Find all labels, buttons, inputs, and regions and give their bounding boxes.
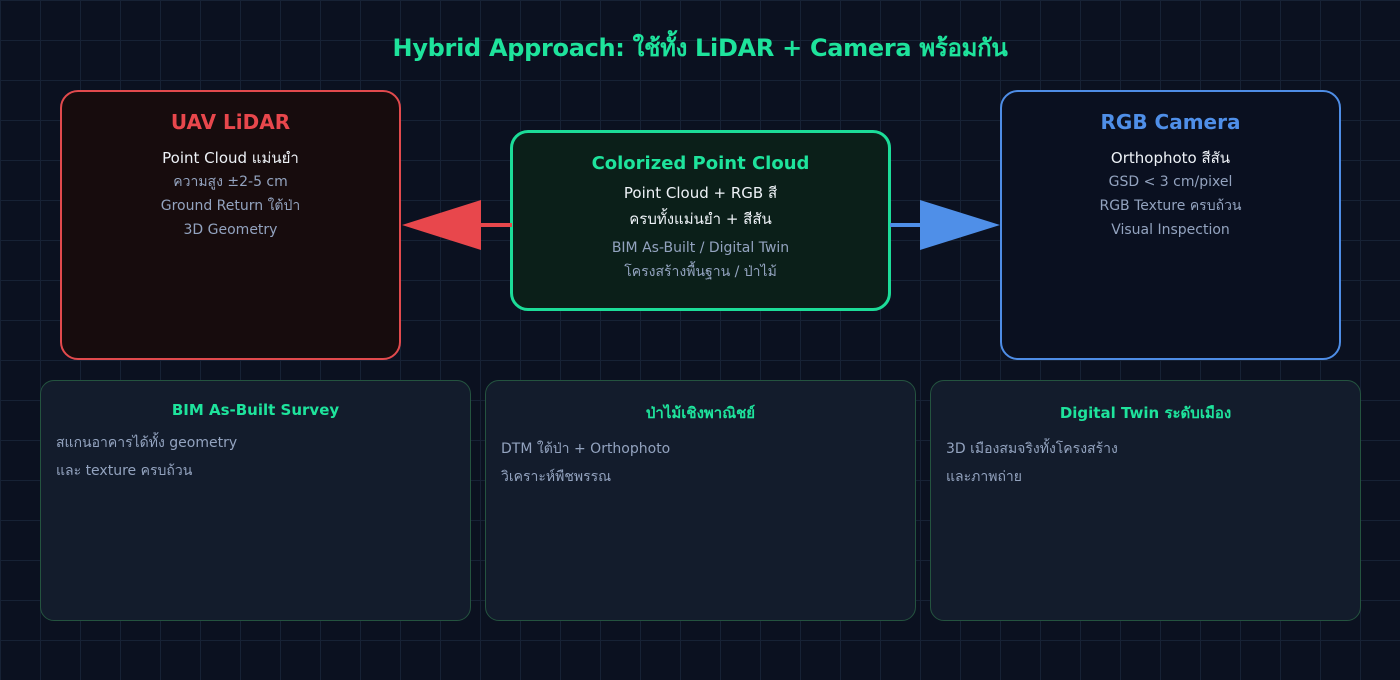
card-line: และภาพถ่าย	[946, 469, 1022, 485]
card-line: วิเคราะห์พืชพรรณ	[501, 469, 612, 485]
card-line: 3D เมืองสมจริงทั้งโครงสร้าง	[946, 441, 1118, 457]
card-line: และ texture ครบถ้วน	[56, 463, 193, 479]
lidar-detail: Ground Return ใต้ป่า	[160, 198, 301, 214]
use-case-card-forestry: ป่าไม้เชิงพาณิชย์ DTM ใต้ป่า + Orthophot…	[485, 380, 916, 621]
use-case-card-digital-twin: Digital Twin ระดับเมือง 3D เมืองสมจริงทั…	[930, 380, 1361, 621]
card-line: DTM ใต้ป่า + Orthophoto	[501, 441, 671, 457]
center-detail: โครงสร้างพื้นฐาน / ป่าไม้	[624, 264, 777, 280]
page-title: Hybrid Approach: ใช้ทั้ง LiDAR + Camera …	[392, 34, 1008, 62]
card-title: Digital Twin ระดับเมือง	[1059, 404, 1232, 422]
camera-box: RGB Camera Orthophoto สีสัน GSD < 3 cm/p…	[1000, 90, 1341, 360]
lidar-box: UAV LiDAR Point Cloud แม่นยำ ความสูง ±2-…	[60, 90, 401, 360]
card-title: ป่าไม้เชิงพาณิชย์	[645, 404, 756, 422]
card-title: BIM As-Built Survey	[171, 401, 340, 419]
center-main: Point Cloud + RGB สี	[623, 184, 778, 202]
camera-main: Orthophoto สีสัน	[1110, 149, 1231, 167]
lidar-heading: UAV LiDAR	[170, 110, 291, 134]
camera-detail: Visual Inspection	[1111, 222, 1230, 238]
arrow-right-icon	[890, 200, 1000, 250]
center-main: ครบทั้งแม่นยำ + สีสัน	[629, 210, 772, 228]
center-heading: Colorized Point Cloud	[591, 153, 810, 174]
lidar-main: Point Cloud แม่นยำ	[162, 149, 299, 167]
camera-detail: RGB Texture ครบถ้วน	[1099, 198, 1242, 214]
arrow-left-icon	[402, 200, 512, 250]
colorized-point-cloud-box: Colorized Point Cloud Point Cloud + RGB …	[510, 130, 891, 311]
use-case-card-bim: BIM As-Built Survey สแกนอาคารได้ทั้ง geo…	[40, 380, 471, 621]
camera-heading: RGB Camera	[1100, 110, 1241, 134]
lidar-detail: 3D Geometry	[183, 222, 278, 238]
center-detail: BIM As-Built / Digital Twin	[611, 240, 790, 256]
lidar-detail: ความสูง ±2-5 cm	[173, 174, 288, 190]
card-line: สแกนอาคารได้ทั้ง geometry	[56, 435, 238, 451]
camera-detail: GSD < 3 cm/pixel	[1108, 174, 1233, 190]
